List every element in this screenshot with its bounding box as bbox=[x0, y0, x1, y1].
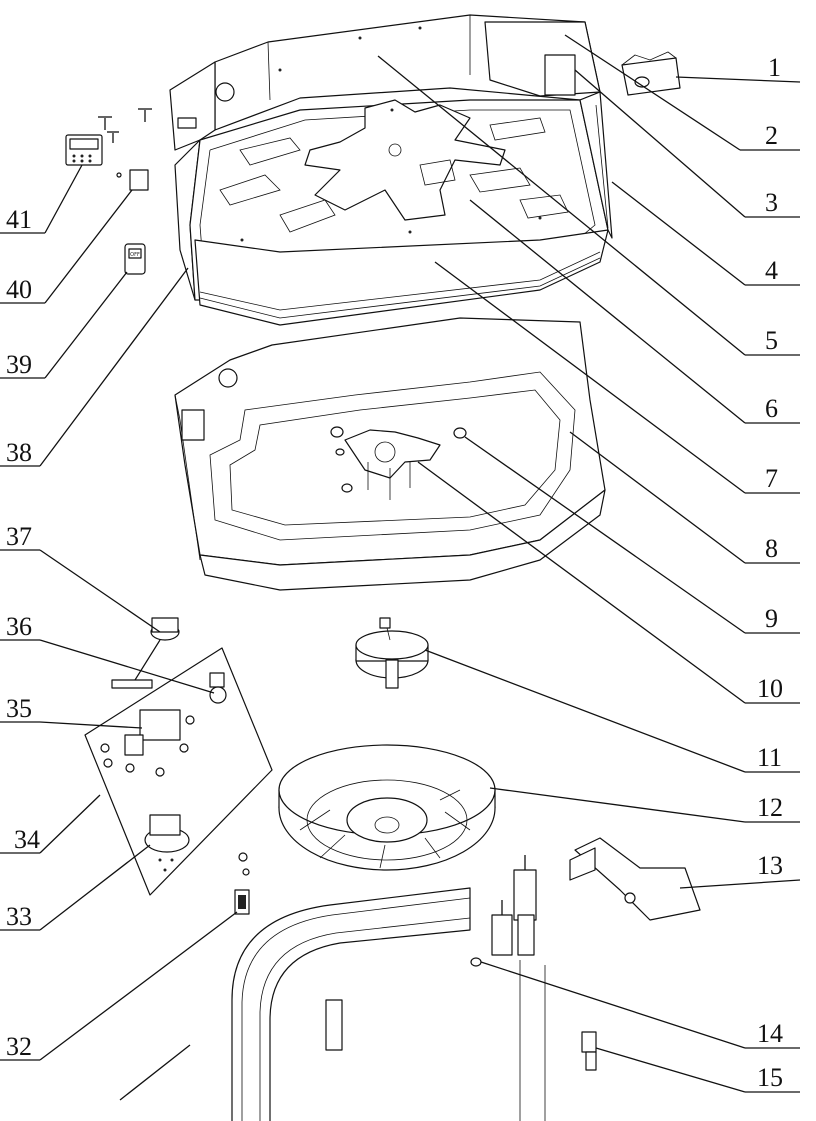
receiver-box bbox=[116, 169, 149, 191]
callout-34: 34 bbox=[14, 825, 40, 854]
electric-box-cover bbox=[569, 837, 701, 921]
callout-6: 6 bbox=[765, 394, 778, 423]
display-clip bbox=[234, 889, 250, 915]
callout-39: 39 bbox=[6, 350, 32, 379]
callout-7: 7 bbox=[765, 464, 778, 493]
callout-13: 13 bbox=[757, 851, 783, 880]
callout-9: 9 bbox=[765, 604, 778, 633]
foam-drain-pan bbox=[174, 317, 606, 591]
callout-2: 2 bbox=[765, 121, 778, 150]
callout-11: 11 bbox=[757, 743, 782, 772]
callout-10: 10 bbox=[757, 674, 783, 703]
callout-37: 37 bbox=[6, 522, 32, 551]
centrifugal-fan bbox=[278, 744, 496, 871]
callout-40: 40 bbox=[6, 275, 32, 304]
callout-15: 15 bbox=[757, 1063, 783, 1092]
fan-motor bbox=[355, 617, 429, 689]
callout-35: 35 bbox=[6, 694, 32, 723]
wired-controller bbox=[65, 108, 152, 166]
connector bbox=[238, 852, 250, 876]
callout-32: 32 bbox=[6, 1032, 32, 1061]
callout-5: 5 bbox=[765, 326, 778, 355]
callout-3: 3 bbox=[765, 188, 778, 217]
remote-controller: OFF bbox=[124, 243, 146, 275]
small-bracket bbox=[621, 51, 681, 96]
leader-lines-right bbox=[377, 34, 801, 1093]
leader-lines-left bbox=[0, 164, 238, 1101]
callout-38: 38 bbox=[6, 438, 32, 467]
float-switch bbox=[111, 617, 180, 689]
callout-numbers-right: 1 2 3 4 5 6 7 8 9 10 11 12 13 14 15 bbox=[757, 53, 783, 1092]
callout-14: 14 bbox=[757, 1019, 783, 1048]
temperature-sensor bbox=[581, 1031, 597, 1071]
motor-mount bbox=[344, 429, 441, 500]
callout-12: 12 bbox=[757, 793, 783, 822]
callout-4: 4 bbox=[765, 256, 778, 285]
callout-33: 33 bbox=[6, 902, 32, 931]
pipe-valves bbox=[470, 855, 537, 967]
callout-numbers-left: 41 40 39 38 37 36 35 34 33 32 bbox=[6, 205, 40, 1061]
remote-display-text: OFF bbox=[130, 252, 140, 258]
top-housing bbox=[169, 14, 613, 326]
fan-bracket bbox=[304, 99, 506, 221]
callout-36: 36 bbox=[6, 612, 32, 641]
control-box-plate bbox=[84, 647, 273, 896]
heat-exchanger bbox=[231, 887, 546, 1121]
callout-1: 1 bbox=[768, 53, 781, 82]
callout-41: 41 bbox=[6, 205, 32, 234]
callout-8: 8 bbox=[765, 534, 778, 563]
